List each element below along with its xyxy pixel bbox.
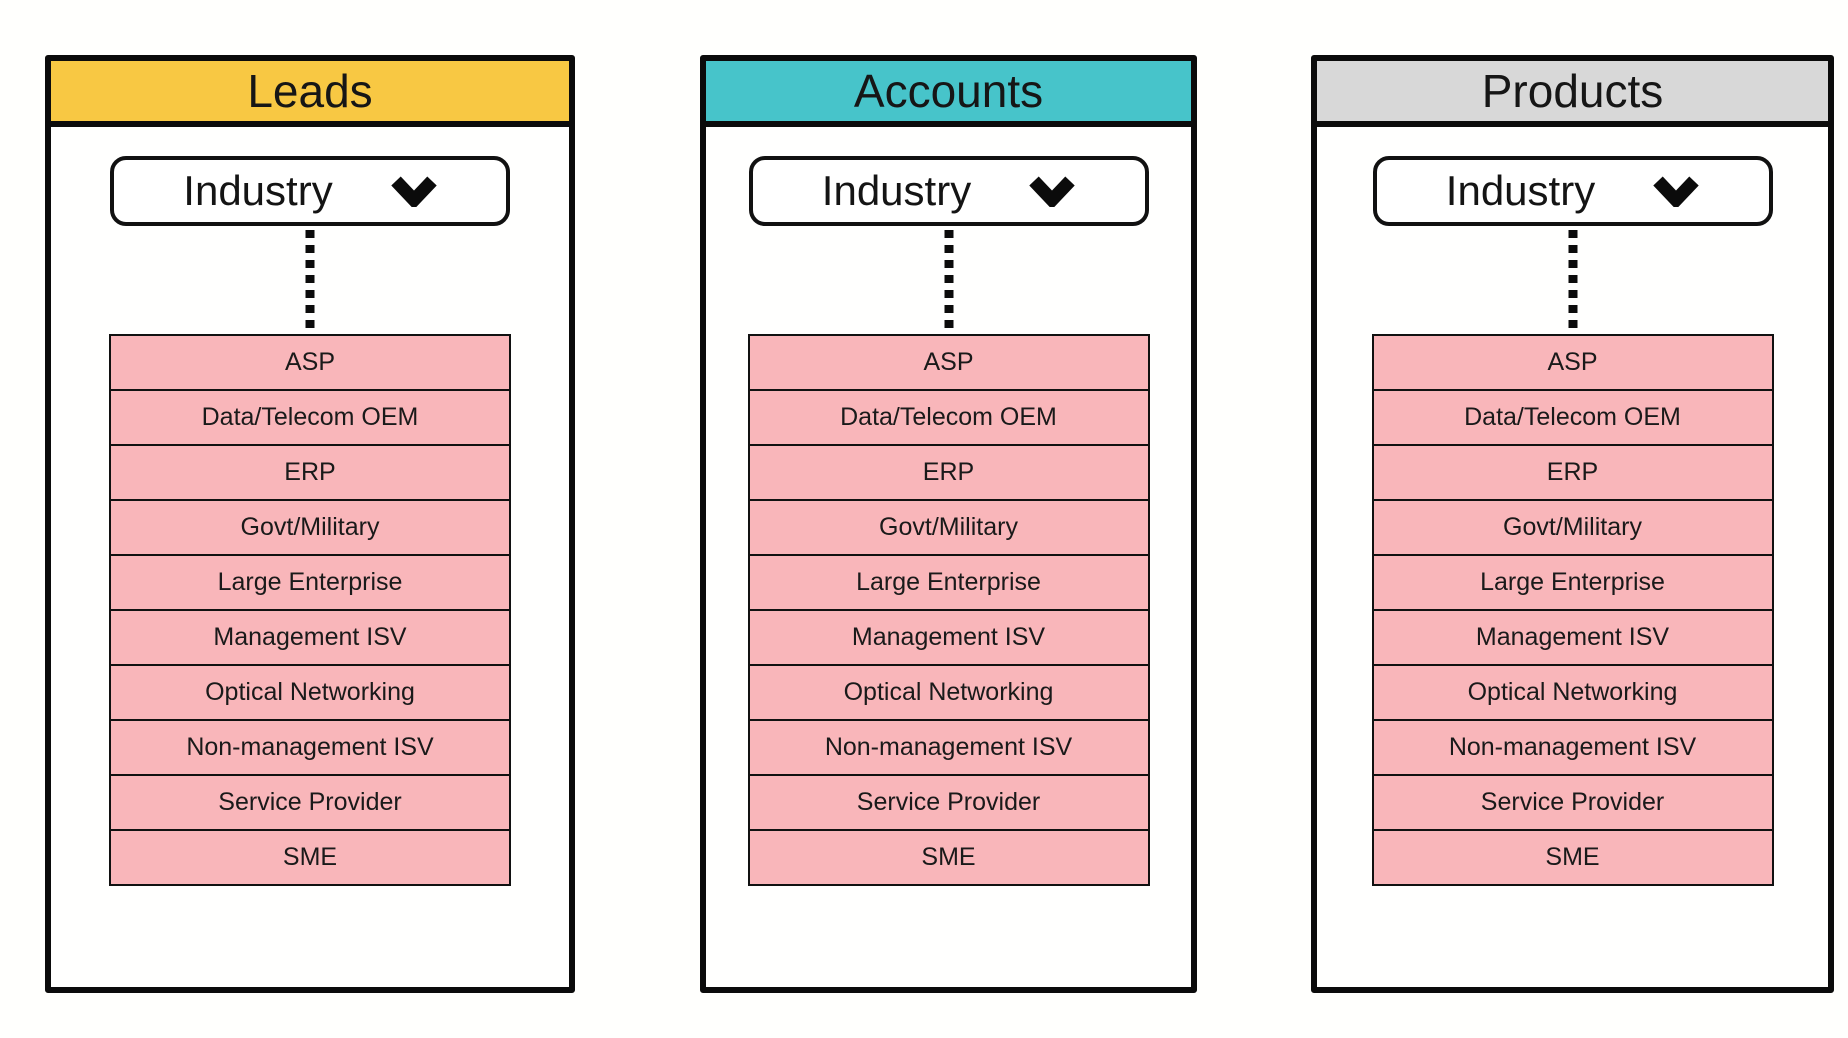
panel-title-products: Products — [1317, 61, 1828, 127]
panel-accounts: Accounts Industry ASP Data/Telecom OEM E… — [700, 55, 1197, 993]
industry-option[interactable]: Large Enterprise — [111, 556, 509, 611]
industry-option[interactable]: SME — [749, 831, 1148, 884]
panel-leads: Leads Industry ASP Data/Telecom OEM ERP … — [45, 55, 575, 993]
industry-option[interactable]: Govt/Military — [749, 501, 1148, 556]
industry-option[interactable]: Management ISV — [111, 611, 509, 666]
industry-option[interactable]: ASP — [749, 336, 1148, 391]
industry-option[interactable]: Service Provider — [749, 776, 1148, 831]
industry-option[interactable]: Govt/Military — [1373, 501, 1772, 556]
industry-dropdown[interactable]: Industry — [110, 156, 510, 226]
industry-option[interactable]: Service Provider — [1373, 776, 1772, 831]
industry-option[interactable]: Optical Networking — [749, 666, 1148, 721]
industry-option[interactable]: SME — [1373, 831, 1772, 884]
panel-title-leads: Leads — [51, 61, 569, 127]
panel-title-accounts: Accounts — [706, 61, 1191, 127]
panel-body: Industry ASP Data/Telecom OEM ERP Govt/M… — [1317, 127, 1828, 987]
industry-option[interactable]: ERP — [111, 446, 509, 501]
industry-option[interactable]: Large Enterprise — [749, 556, 1148, 611]
industry-dropdown[interactable]: Industry — [1372, 156, 1773, 226]
industry-option[interactable]: ASP — [111, 336, 509, 391]
industry-option[interactable]: ERP — [749, 446, 1148, 501]
chevron-down-icon — [1029, 175, 1075, 207]
industry-option[interactable]: Data/Telecom OEM — [111, 391, 509, 446]
industry-options-list: ASP Data/Telecom OEM ERP Govt/Military L… — [1371, 334, 1774, 886]
chevron-down-icon — [1653, 175, 1699, 207]
industry-option[interactable]: Data/Telecom OEM — [1373, 391, 1772, 446]
industry-options-list: ASP Data/Telecom OEM ERP Govt/Military L… — [109, 334, 511, 886]
industry-dropdown-label: Industry — [821, 167, 972, 214]
industry-option[interactable]: ASP — [1373, 336, 1772, 391]
industry-dropdown[interactable]: Industry — [748, 156, 1149, 226]
industry-option[interactable]: Govt/Military — [111, 501, 509, 556]
industry-dropdown-label: Industry — [1445, 167, 1596, 214]
industry-option[interactable]: ERP — [1373, 446, 1772, 501]
industry-option[interactable]: SME — [111, 831, 509, 884]
dotted-connector — [944, 230, 953, 334]
dotted-connector — [305, 230, 315, 334]
industry-dropdown-label: Industry — [183, 167, 333, 214]
chevron-down-icon — [390, 175, 437, 207]
dotted-connector — [1568, 230, 1577, 334]
industry-options-list: ASP Data/Telecom OEM ERP Govt/Military L… — [747, 334, 1150, 886]
industry-option[interactable]: Non-management ISV — [111, 721, 509, 776]
panel-body: Industry ASP Data/Telecom OEM ERP Govt/M… — [51, 127, 569, 987]
industry-option[interactable]: Data/Telecom OEM — [749, 391, 1148, 446]
industry-option[interactable]: Non-management ISV — [1373, 721, 1772, 776]
industry-option[interactable]: Service Provider — [111, 776, 509, 831]
industry-option[interactable]: Optical Networking — [111, 666, 509, 721]
panel-products: Products Industry ASP Data/Telecom OEM E… — [1311, 55, 1834, 993]
industry-option[interactable]: Large Enterprise — [1373, 556, 1772, 611]
panel-body: Industry ASP Data/Telecom OEM ERP Govt/M… — [706, 127, 1191, 987]
industry-option[interactable]: Management ISV — [1373, 611, 1772, 666]
industry-option[interactable]: Non-management ISV — [749, 721, 1148, 776]
industry-option[interactable]: Optical Networking — [1373, 666, 1772, 721]
industry-option[interactable]: Management ISV — [749, 611, 1148, 666]
